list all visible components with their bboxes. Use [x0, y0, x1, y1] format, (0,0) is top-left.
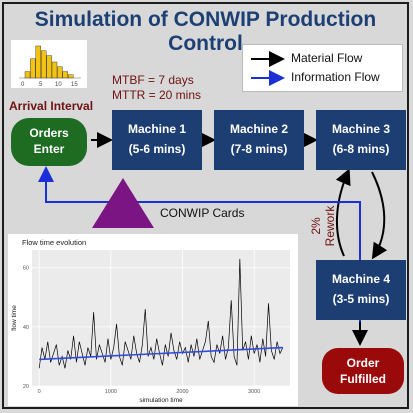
mttr-label: MTTR = 20 mins: [112, 88, 202, 102]
plot-panel: [32, 250, 290, 386]
x-tick-label: 0: [38, 389, 41, 395]
machine-4-time: (3-5 mins): [332, 292, 390, 306]
machine-4-name: Machine 4: [331, 272, 391, 286]
machine-2-node: Machine 2 (7-8 mins): [214, 110, 304, 170]
machine-1-name: Machine 1: [127, 122, 187, 136]
x-tick-label: 2000: [176, 389, 188, 395]
hist-tick-10: 10: [55, 82, 62, 88]
arrow-rework-to-machine3: [335, 168, 351, 257]
hist-tick-5: 5: [39, 82, 43, 88]
orders-enter-line1: Orders: [29, 126, 69, 140]
legend-information-flow: Information Flow: [291, 70, 380, 84]
order-fulfilled-node: Order Fulfilled: [322, 348, 404, 394]
chart-title: Flow time evolution: [22, 238, 86, 247]
order-fulfilled-line2: Fulfilled: [340, 372, 386, 386]
y-tick-label: 20: [23, 384, 29, 390]
orders-enter-node: Orders Enter: [11, 118, 87, 166]
orders-enter-line2: Enter: [33, 142, 65, 156]
x-tick-label: 3000: [248, 389, 260, 395]
flow-time-series-line: [38, 258, 284, 369]
trend-line: [39, 346, 283, 361]
machine-2-time: (7-8 mins): [230, 142, 288, 156]
legend-material-flow: Material Flow: [291, 51, 363, 65]
diagram-title: Simulation of CONWIP Production Control: [34, 8, 377, 55]
legend-box: Material Flow Information Flow: [242, 44, 403, 92]
order-fulfilled-line1: Order: [346, 356, 380, 370]
machine-4-node: Machine 4 (3-5 mins): [316, 260, 406, 320]
hist-tick-15: 15: [71, 82, 78, 88]
rework-label-wrap: 2% Rework: [309, 190, 337, 250]
x-axis-label: simulation time: [139, 397, 183, 404]
rework-label: 2% Rework: [309, 205, 337, 247]
diagram-canvas: Simulation of CONWIP Production Control …: [2, 2, 409, 409]
y-tick-label: 40: [23, 325, 29, 331]
arrow-machine3-to-machine4: [371, 171, 388, 260]
machine-1-node: Machine 1 (5-6 mins): [112, 110, 202, 170]
x-tick-label: 1000: [105, 389, 117, 395]
arrival-interval-label: Arrival Interval: [9, 99, 94, 113]
conwip-cards-label: CONWIP Cards: [160, 206, 245, 220]
machine-1-time: (5-6 mins): [128, 142, 186, 156]
machine-2-name: Machine 2: [229, 122, 289, 136]
histogram-svg: 0 5 10 15: [19, 45, 81, 88]
conwip-triangle: [92, 178, 154, 228]
legend-arrows: [251, 51, 285, 86]
machine-3-time: (6-8 mins): [332, 142, 390, 156]
machine-3-name: Machine 3: [331, 122, 391, 136]
y-tick-label: 60: [23, 266, 29, 272]
arrival-histogram: 0 5 10 15: [11, 40, 87, 88]
y-axis-label: flow time: [11, 305, 18, 331]
mtbf-label: MTBF = 7 days: [112, 73, 194, 87]
machine-3-node: Machine 3 (6-8 mins): [316, 110, 406, 170]
hist-tick-0: 0: [21, 82, 25, 88]
